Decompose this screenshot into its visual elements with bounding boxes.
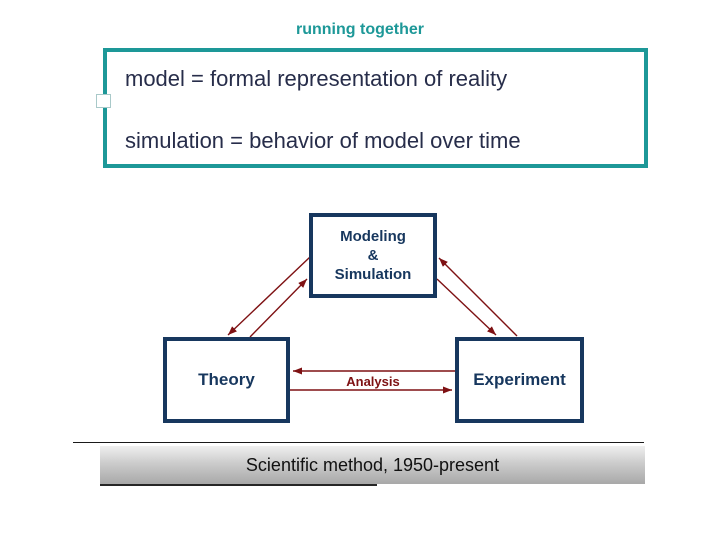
banner-underline [100, 484, 377, 486]
definition-simulation: simulation = behavior of model over time [125, 128, 521, 153]
arrow-ms-to-experiment [436, 278, 497, 336]
definition-box: model = formal representation of reality… [103, 48, 648, 168]
banner-top-rule [73, 442, 644, 443]
modeling-simulation-label: Modeling & Simulation [334, 228, 412, 283]
slide-title: running together [296, 21, 424, 38]
theory-label: Theory [198, 370, 255, 389]
arrow-ms-to-theory [227, 256, 311, 336]
definition-model: model = formal representation of reality [125, 66, 508, 91]
modeling-simulation-box: Modeling & Simulation [309, 213, 437, 298]
banner-text: Scientific method, 1950-present [245, 454, 500, 475]
banner: Scientific method, 1950-present [100, 446, 645, 484]
border-notch [96, 94, 111, 108]
arrow-theory-to-ms [249, 278, 308, 338]
theory-box: Theory [163, 337, 290, 423]
experiment-label: Experiment [473, 370, 566, 389]
analysis-label: Analysis [346, 374, 400, 389]
experiment-box: Experiment [455, 337, 584, 423]
arrow-experiment-to-ms [438, 257, 518, 337]
